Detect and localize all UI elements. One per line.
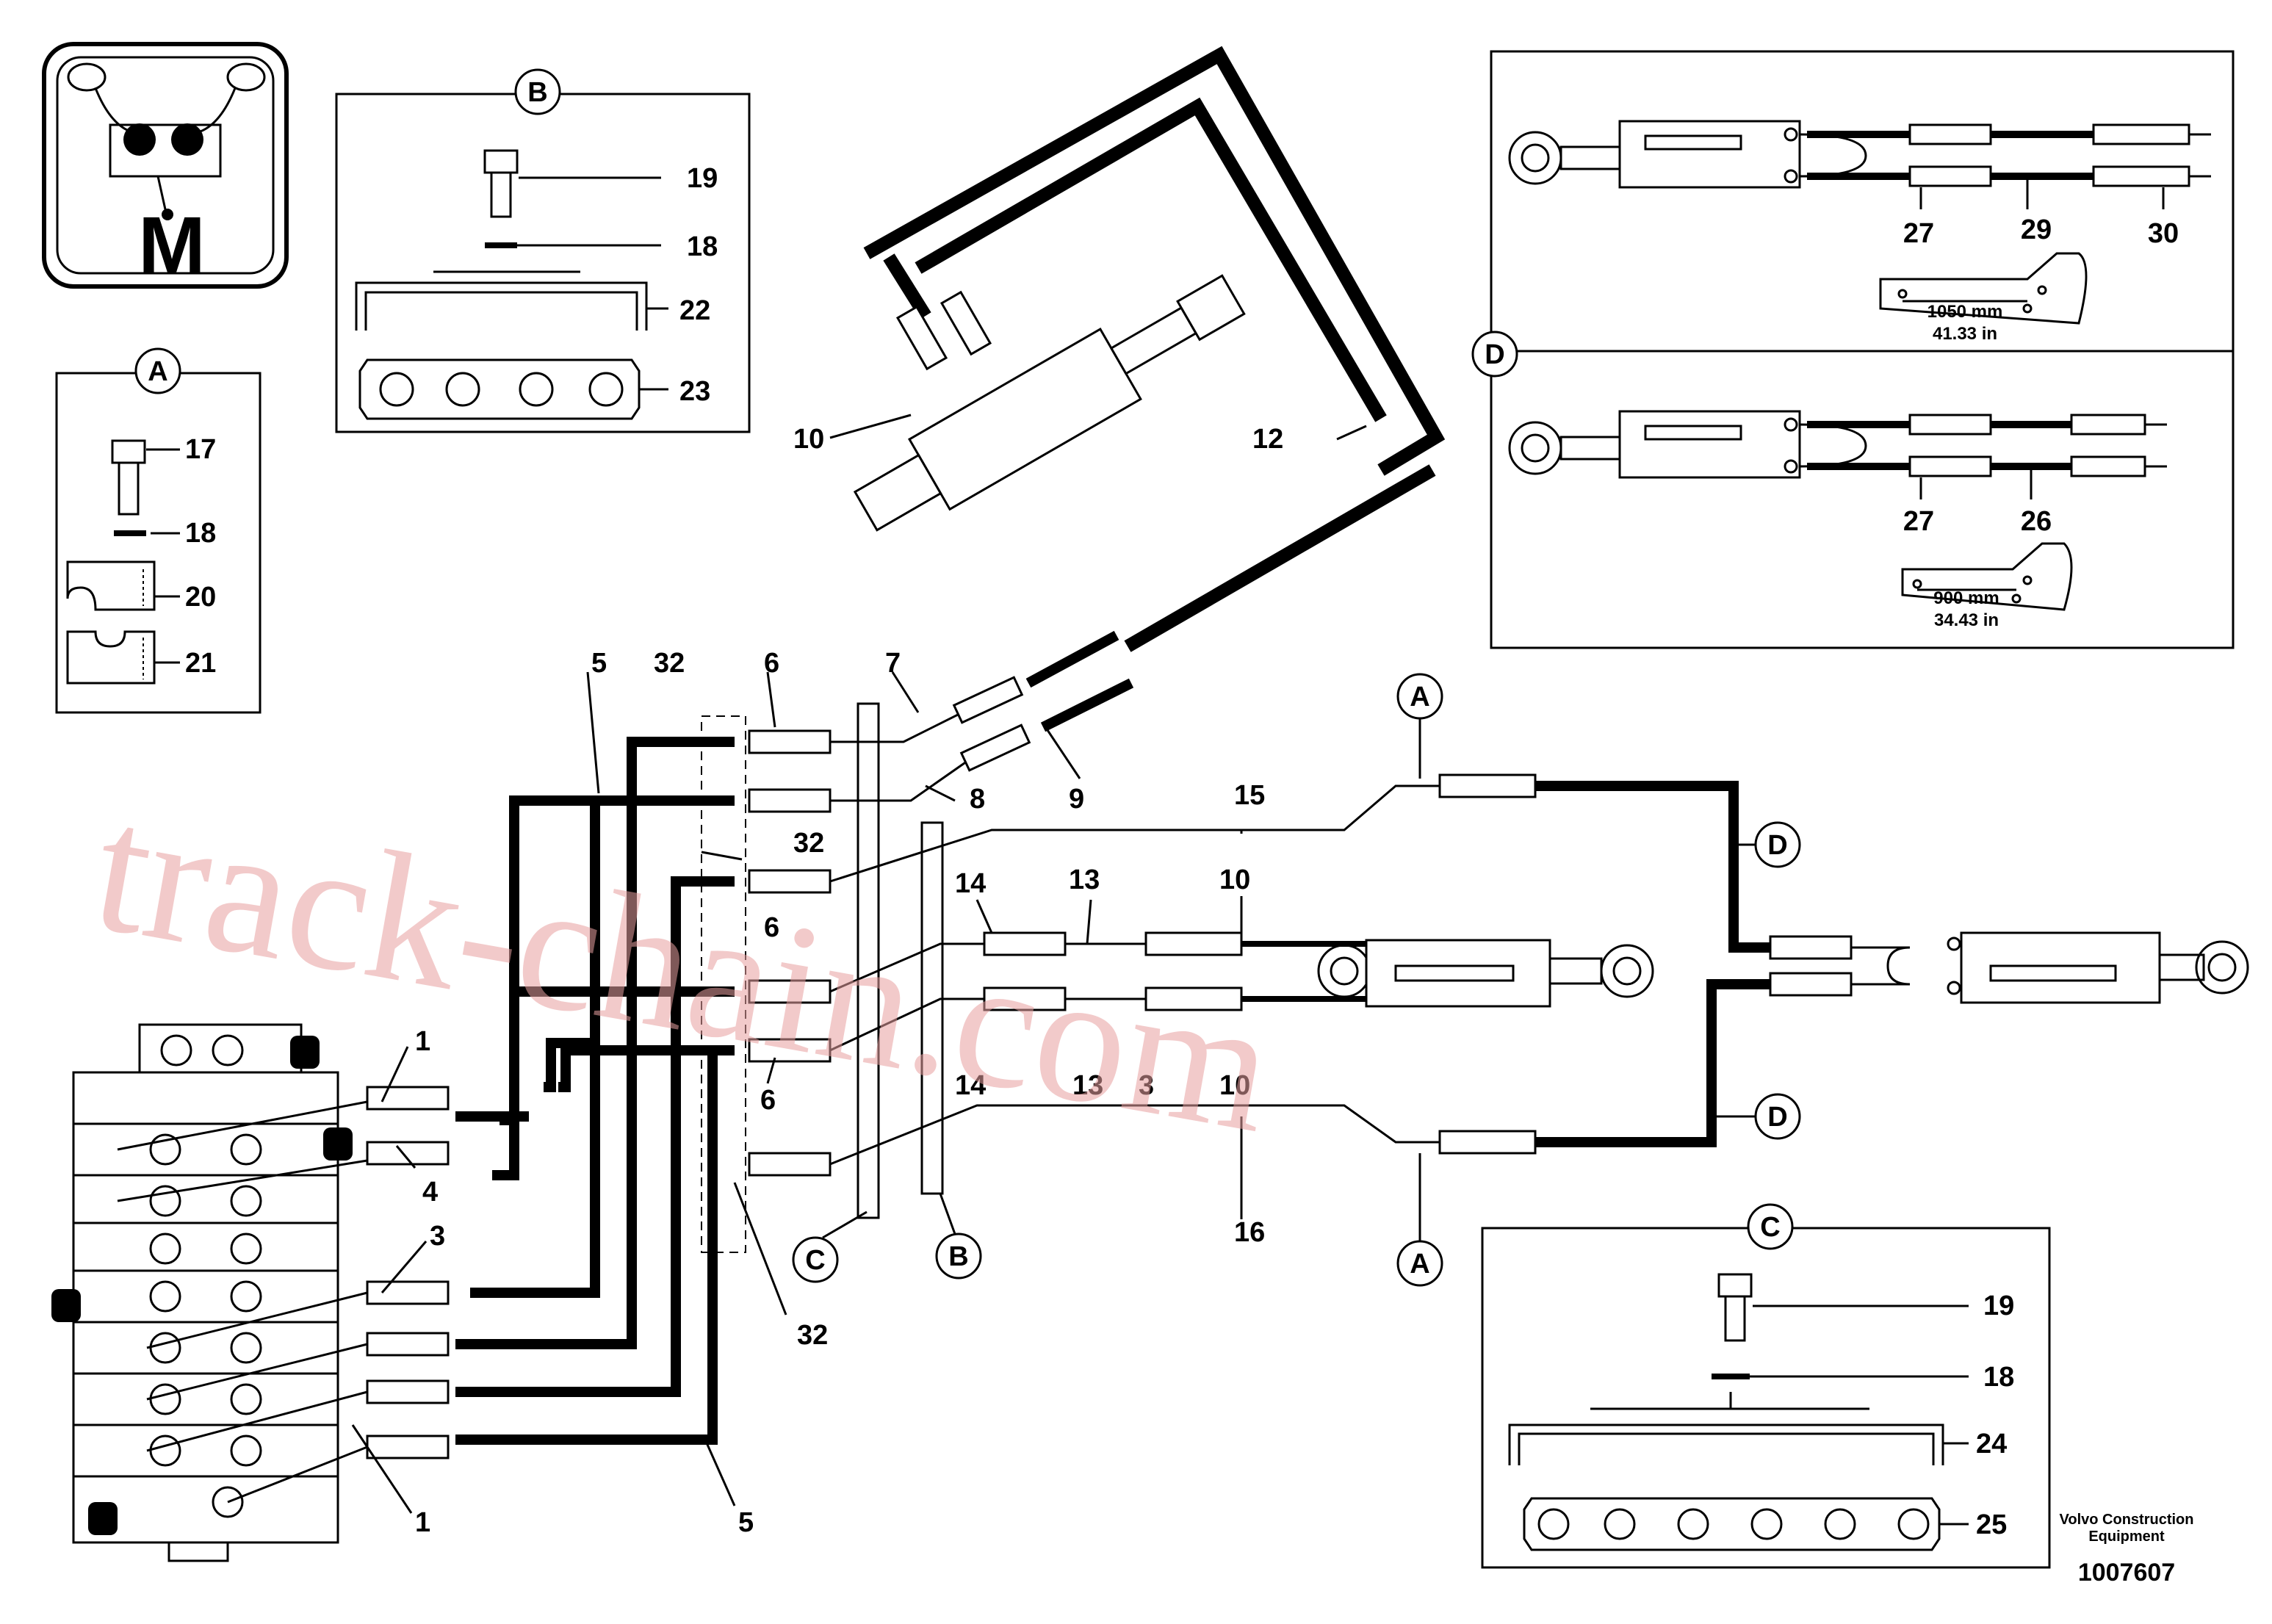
label-32-bottom: 32 — [797, 1320, 828, 1351]
control-valve-block — [51, 1023, 353, 1562]
label-15: 15 — [1234, 780, 1265, 811]
label-7: 7 — [885, 648, 901, 679]
control-symbol: M — [42, 42, 289, 291]
part-25-label: 25 — [1976, 1509, 2007, 1540]
part-30-label: 30 — [2148, 218, 2179, 249]
label-13-top: 13 — [1069, 865, 1100, 895]
label-16: 16 — [1234, 1217, 1265, 1248]
part-27a-label: 27 — [1903, 218, 1934, 249]
label-10-mid: 10 — [1219, 865, 1250, 895]
detail-a: A 17 18 20 21 — [55, 347, 262, 714]
brand-line1: Volvo Construction — [2060, 1512, 2194, 1528]
part-17-label: 17 — [185, 434, 216, 465]
part-18-label: 18 — [687, 231, 718, 262]
main-callouts: A A D D C B — [792, 673, 1801, 1287]
brand-line2: Equipment — [2088, 1529, 2165, 1545]
label-5-top: 5 — [591, 648, 607, 679]
callout-a-label: A — [148, 356, 167, 387]
callout-a-top: A — [1410, 682, 1429, 712]
doc-number: 1007607 — [2078, 1559, 2175, 1587]
part-21-label: 21 — [185, 648, 216, 679]
label-13-bottom: 13 — [1072, 1070, 1103, 1101]
label-1-bottom: 1 — [415, 1507, 430, 1538]
label-9: 9 — [1069, 784, 1084, 815]
callout-a-bottom: A — [1410, 1249, 1429, 1280]
detail-d: D 27 29 30 1050 mm 41.33 in — [1471, 50, 2235, 649]
label-32-mid: 32 — [793, 828, 824, 859]
dim-lower-mm: 900 mm — [1933, 588, 1999, 608]
symbol-letter: M — [138, 201, 206, 291]
label-6-top: 6 — [764, 648, 779, 679]
callout-b-label: B — [527, 77, 547, 108]
part-18a-label: 18 — [185, 518, 216, 549]
main-labels: 1 4 3 1 5 5 32 32 32 6 6 6 7 8 9 15 16 1… — [415, 648, 1265, 1538]
callout-d-label: D — [1485, 339, 1504, 370]
callout-c-label: C — [1760, 1212, 1780, 1243]
dim-upper-mm: 1050 mm — [1927, 302, 2003, 322]
part-20-label: 20 — [185, 582, 216, 613]
joystick-control-icon — [67, 62, 266, 220]
label-5-bottom: 5 — [738, 1507, 754, 1538]
label-3-right: 3 — [1139, 1070, 1154, 1101]
label-3-left: 3 — [430, 1221, 445, 1252]
part-19-label: 19 — [687, 163, 718, 194]
label-6-mid: 6 — [764, 912, 779, 943]
label-8: 8 — [970, 784, 985, 815]
label-14-top: 14 — [955, 868, 986, 899]
callout-d-bottom: D — [1767, 1102, 1787, 1133]
dim-lower-in: 34.43 in — [1934, 610, 1999, 630]
part-18c-label: 18 — [1983, 1362, 2014, 1393]
detail-b: B 19 18 22 23 — [335, 68, 751, 433]
label-1-top: 1 — [415, 1026, 430, 1057]
part-26-label: 26 — [2021, 506, 2052, 537]
label-6-bottom: 6 — [760, 1085, 776, 1116]
part-29-label: 29 — [2021, 214, 2052, 245]
callout-c-main: C — [805, 1245, 825, 1276]
part-19c-label: 19 — [1983, 1291, 2014, 1321]
part-27b-label: 27 — [1903, 506, 1934, 537]
callout-d-top: D — [1767, 830, 1787, 861]
label-10-upper: 10 — [793, 424, 824, 455]
part-22-label: 22 — [679, 295, 710, 326]
leader-lines — [351, 671, 1243, 1514]
callout-b-main: B — [948, 1241, 968, 1272]
label-32-top: 32 — [654, 648, 685, 679]
label-12: 12 — [1252, 424, 1283, 455]
upper-cylinder-assembly — [829, 46, 1446, 652]
footer: Volvo Construction Equipment 1007607 — [2060, 1512, 2194, 1587]
label-10-bottom: 10 — [1219, 1070, 1250, 1101]
label-4: 4 — [422, 1177, 438, 1208]
part-23-label: 23 — [679, 376, 710, 407]
detail-c: C 19 18 24 25 — [1481, 1203, 2051, 1569]
dim-upper-in: 41.33 in — [1933, 324, 1997, 344]
hose-routing — [117, 630, 2249, 1504]
part-24-label: 24 — [1976, 1429, 2007, 1459]
label-14-bottom: 14 — [955, 1070, 986, 1101]
